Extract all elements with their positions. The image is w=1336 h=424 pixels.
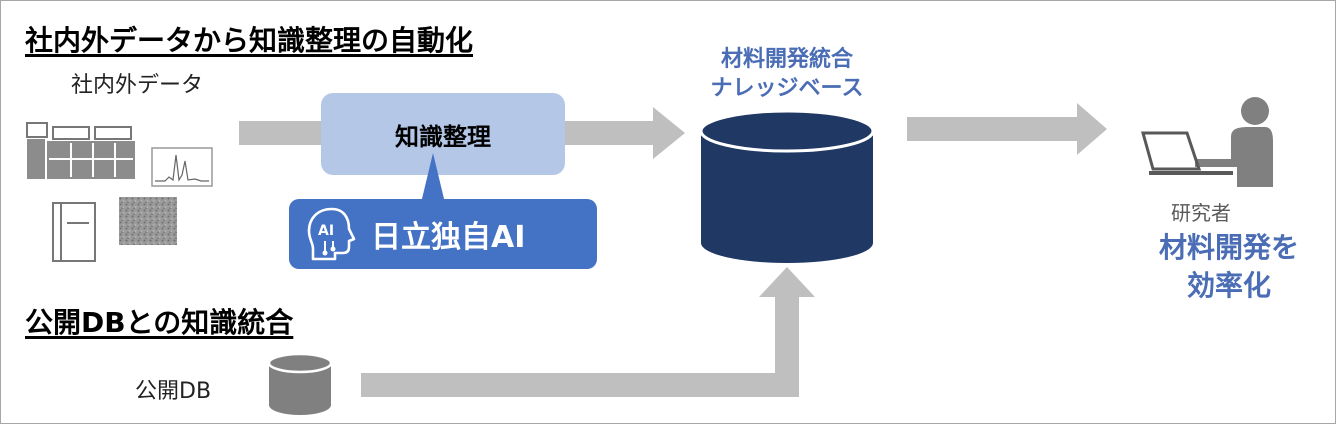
knowledge-base-title-line1: 材料開発統合 (720, 47, 853, 72)
document-icon (52, 202, 96, 262)
ai-callout-pointer (421, 153, 445, 203)
efficiency-result-line1: 材料開発を (1158, 231, 1299, 264)
data-to-organize-arrow-shaft (239, 121, 323, 145)
organize-to-base-arrowhead (653, 107, 685, 159)
ai-head-icon: AI (307, 207, 356, 261)
researcher-label: 研究者 (1171, 201, 1231, 225)
lab-equipment-icon (26, 122, 135, 179)
knowledge-organization-box: 知識整理 (321, 93, 565, 175)
efficiency-result-text: 材料開発を 効率化 (1131, 229, 1327, 305)
automation-heading: 社内外データから知識整理の自動化 (25, 24, 474, 57)
public-db-to-base-arrow-path (361, 295, 799, 397)
public-db-to-base-arrowhead (759, 267, 815, 297)
ai-badge-text: AI (318, 223, 334, 239)
knowledge-base-database-icon (699, 109, 875, 263)
knowledge-base-title: 材料開発統合 ナレッジベース (681, 45, 893, 103)
public-db-integration-heading: 公開DBとの知識統合 (25, 306, 294, 339)
knowledge-organization-label: 知識整理 (395, 122, 491, 151)
spectrum-chart-icon (151, 147, 213, 187)
public-db-label: 公開DB (135, 379, 212, 404)
organize-to-base-arrow-shaft (563, 121, 655, 145)
base-to-researcher-arrow-shaft (907, 117, 1079, 141)
public-db-icon (267, 353, 333, 415)
microscope-image-icon (119, 197, 177, 245)
hitachi-ai-box: AI 日立独自AI (289, 199, 597, 269)
internal-external-data-label: 社内外データ (71, 73, 204, 98)
knowledge-base-title-line2: ナレッジベース (710, 76, 864, 101)
base-to-researcher-arrowhead (1077, 103, 1107, 155)
efficiency-result-line2: 効率化 (1186, 269, 1271, 302)
hitachi-ai-label: 日立独自AI (371, 220, 526, 255)
researcher-icon (1141, 97, 1273, 187)
